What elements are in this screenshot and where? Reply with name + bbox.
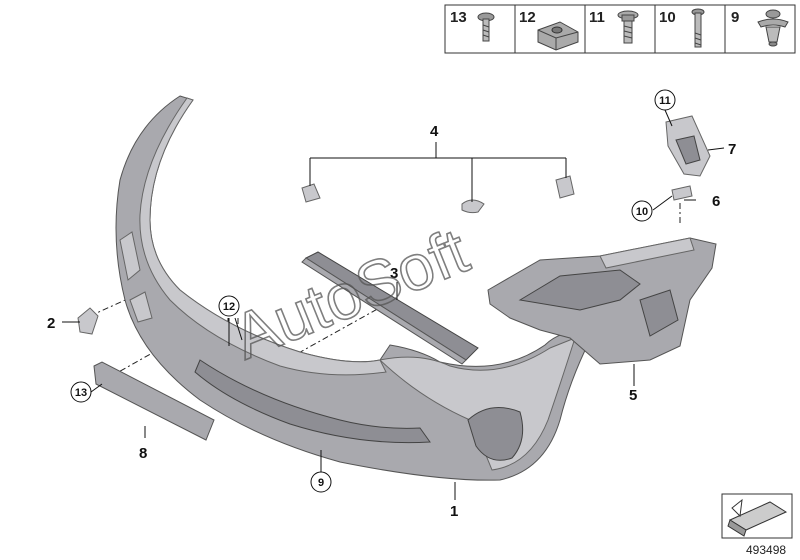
hardware-cell-11[interactable]: 11 (589, 9, 639, 44)
callout-6[interactable]: 6 (712, 193, 720, 210)
hardware-number: 13 (450, 9, 467, 26)
hardware-cell-10[interactable]: 10 (659, 8, 705, 48)
screw-icon (477, 12, 495, 42)
callout-1[interactable]: 1 (450, 503, 458, 520)
mounting-brackets[interactable] (301, 175, 575, 214)
side-bracket[interactable] (665, 115, 711, 177)
callout-10-circle[interactable]: 10 (631, 200, 653, 222)
callout-11-circle[interactable]: 11 (654, 89, 676, 111)
license-plate-base[interactable] (93, 361, 215, 441)
callout-5[interactable]: 5 (629, 387, 637, 404)
callout-9-circle[interactable]: 9 (310, 471, 332, 493)
callout-4[interactable]: 4 (430, 123, 439, 140)
hardware-cell-9[interactable]: 9 (731, 9, 789, 47)
callout-8[interactable]: 8 (139, 445, 147, 462)
callout-12-circle[interactable]: 12 (218, 295, 240, 317)
flange-screw-icon (617, 10, 639, 44)
long-bolt-icon (691, 8, 705, 48)
callout-3[interactable]: 3 (390, 265, 398, 282)
callout-9: 9 (318, 477, 324, 489)
leader-lines (62, 109, 725, 500)
hardware-cell-13[interactable]: 13 (450, 9, 495, 42)
expansion-rivet-icon (757, 9, 789, 47)
hardware-number: 12 (519, 9, 536, 26)
bumper-carrier[interactable] (487, 237, 717, 365)
hardware-strip: 13 12 11 (444, 4, 796, 54)
callout-2[interactable]: 2 (47, 315, 55, 332)
orientation-arrow-icon (721, 493, 793, 539)
callout-7[interactable]: 7 (728, 141, 736, 158)
hardware-cell-12[interactable]: 12 (519, 9, 579, 51)
callout-12: 12 (223, 301, 235, 313)
callout-11: 11 (659, 95, 671, 107)
callout-13: 13 (75, 387, 87, 399)
hardware-number: 10 (659, 9, 676, 26)
tow-hook-cover[interactable] (77, 307, 99, 335)
hardware-number: 9 (731, 9, 739, 26)
bumper-cover[interactable] (115, 95, 591, 481)
callout-13-circle[interactable]: 13 (70, 381, 92, 403)
clip-nut-icon (537, 21, 579, 51)
hardware-number: 11 (589, 9, 605, 26)
mount-clip[interactable] (671, 185, 693, 201)
document-id: 493498 (746, 543, 786, 557)
trim-strip[interactable] (301, 251, 479, 365)
callout-10: 10 (636, 206, 648, 218)
